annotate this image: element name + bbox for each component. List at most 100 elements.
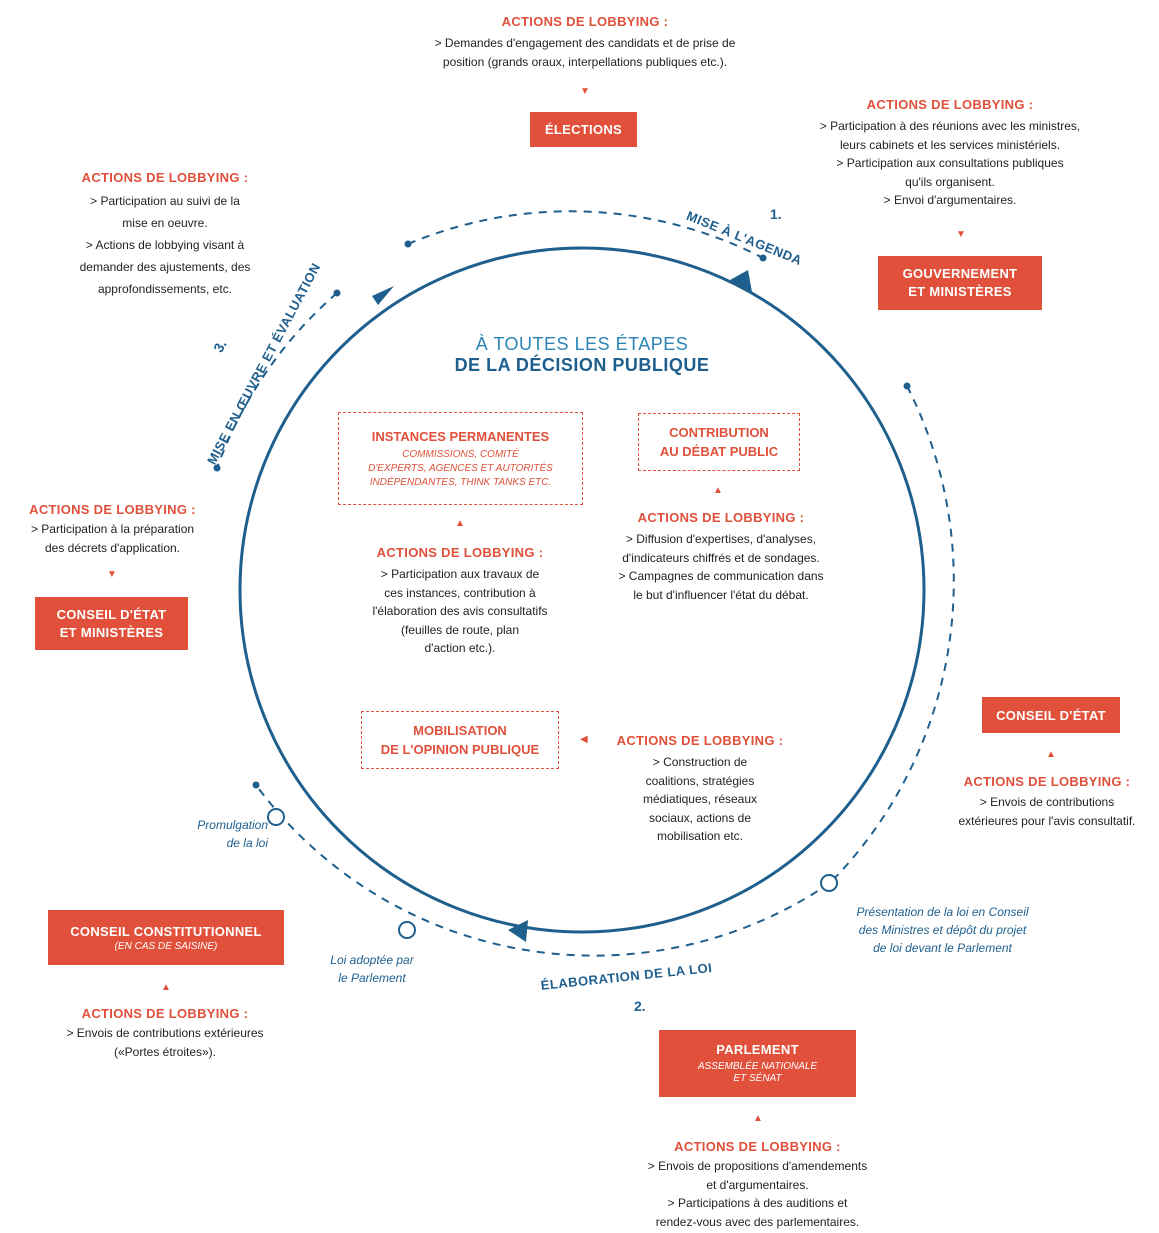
lobbying-line: > Envois de contributions xyxy=(979,795,1115,809)
conseil-constitutionnel-sub: (EN CAS DE SAISINE) xyxy=(114,940,218,952)
lobbying-line: > Campagnes de communication dans xyxy=(618,569,824,583)
lobbying-title: ACTIONS DE LOBBYING : xyxy=(616,733,784,748)
dot-marker xyxy=(404,240,412,248)
lobbying-line: demander des ajustements, des xyxy=(79,260,251,274)
dot-marker xyxy=(252,781,260,789)
conseil-etat-label: CONSEIL D'ÉTAT xyxy=(996,707,1106,723)
triangle-up-icon: ▲ xyxy=(1046,749,1056,760)
dashed-arc-right xyxy=(829,385,955,884)
open-circle-marker xyxy=(398,921,416,939)
contribution-title-line2: AU DÉBAT PUBLIC xyxy=(659,444,779,459)
lobbying-line: > Actions de lobbying visant à xyxy=(85,238,245,252)
lobbying-block-instances: ACTIONS DE LOBBYING : > Participation au… xyxy=(345,545,575,658)
lobbying-line: > Envois de contributions extérieures xyxy=(66,1026,264,1040)
parlement-box: PARLEMENT ASSEMBLÉE NATIONALE ET SÉNAT xyxy=(659,1030,856,1097)
contribution-debat-box: CONTRIBUTION AU DÉBAT PUBLIC xyxy=(638,413,800,471)
lobbying-line: le but d'influencer l'état du débat. xyxy=(633,587,809,602)
triangle-down-icon: ▼ xyxy=(107,569,117,580)
conseil-etat-ministeres-line2: ET MINISTÈRES xyxy=(59,624,164,640)
center-title-line1: À TOUTES LES ÉTAPES xyxy=(475,334,689,354)
parlement-label: PARLEMENT xyxy=(716,1042,799,1057)
lobbying-title: ACTIONS DE LOBBYING : xyxy=(674,1139,841,1154)
instances-sub-line: INDÉPENDANTES, THINK TANKS ETC. xyxy=(369,477,552,488)
triangle-left-icon: ◀ xyxy=(580,734,588,745)
cycle-arrow-top-left xyxy=(372,286,394,305)
lobbying-title: ACTIONS DE LOBBYING : xyxy=(866,97,1034,112)
lobbying-block-decrees: ACTIONS DE LOBBYING : > Participation à … xyxy=(10,502,215,557)
lobbying-block-constitutionnel: ACTIONS DE LOBBYING : > Envois de contri… xyxy=(30,1006,300,1061)
lobbying-line: sociaux, actions de xyxy=(648,810,752,825)
note-line: de loi devant le Parlement xyxy=(873,941,1012,955)
triangle-down-icon: ▼ xyxy=(956,229,966,240)
dashed-arc-implementation xyxy=(216,292,338,469)
conseil-constitutionnel-box: CONSEIL CONSTITUTIONNEL (EN CAS DE SAISI… xyxy=(48,910,284,965)
triangle-up-icon: ▲ xyxy=(713,485,723,496)
lobbying-block-implementation: ACTIONS DE LOBBYING : > Participation au… xyxy=(50,170,280,300)
lobbying-line: d'indicateurs chiffrés et de sondages. xyxy=(622,550,820,565)
lobbying-line: extérieures pour l'avis consultatif. xyxy=(958,813,1136,828)
lobbying-line: («Portes étroites»). xyxy=(113,1044,217,1059)
parlement-sub2: ET SÉNAT xyxy=(733,1073,782,1084)
instances-sub-line: COMMISSIONS, COMITÉ xyxy=(402,449,519,460)
lobbying-block-contribution: ACTIONS DE LOBBYING : > Diffusion d'expe… xyxy=(590,510,852,604)
center-title-line2: DE LA DÉCISION PUBLIQUE xyxy=(454,355,710,375)
elections-box: ÉLECTIONS xyxy=(530,112,637,147)
open-circle-marker xyxy=(267,808,285,826)
lobbying-line: > Diffusion d'expertises, d'analyses, xyxy=(625,532,817,546)
elections-label: ÉLECTIONS xyxy=(544,122,623,137)
lobbying-title: ACTIONS DE LOBBYING : xyxy=(963,774,1131,789)
lobbying-title: ACTIONS DE LOBBYING : xyxy=(29,502,196,517)
government-label-line2: ET MINISTÈRES xyxy=(908,284,1012,299)
lobbying-line: > Participation à des réunions avec les … xyxy=(819,119,1081,133)
triangle-up-icon: ▲ xyxy=(161,982,171,993)
contribution-title-line1: CONTRIBUTION xyxy=(669,425,769,440)
dot-marker xyxy=(333,289,341,297)
lobbying-title: ACTIONS DE LOBBYING : xyxy=(637,510,805,525)
center-title: À TOUTES LES ÉTAPES DE LA DÉCISION PUBLI… xyxy=(382,334,782,376)
lobbying-block-government: ACTIONS DE LOBBYING : > Participation à … xyxy=(778,97,1122,210)
lobbying-title: ACTIONS DE LOBBYING : xyxy=(81,1006,249,1021)
lobbying-line: leurs cabinets et les services ministéri… xyxy=(839,137,1061,152)
conseil-constitutionnel-label: CONSEIL CONSTITUTIONNEL xyxy=(70,923,262,939)
conseil-etat-ministeres-box: CONSEIL D'ÉTAT ET MINISTÈRES xyxy=(35,597,188,650)
note-adoptee: Loi adoptée par le Parlement xyxy=(312,951,432,987)
note-line: des Ministres et dépôt du projet xyxy=(858,923,1027,937)
triangle-up-icon: ▲ xyxy=(753,1113,763,1124)
lobbying-title: ACTIONS DE LOBBYING : xyxy=(81,170,249,185)
dashed-arc-bottom xyxy=(255,784,831,957)
lobbying-line: > Participations à des auditions et xyxy=(667,1196,848,1210)
dashed-arc-agenda xyxy=(407,210,764,259)
lobbying-line: > Participation au suivi de la xyxy=(90,194,240,208)
note-line: Présentation de la loi en Conseil xyxy=(856,905,1029,919)
lobbying-line: mise en oeuvre. xyxy=(122,216,208,230)
mobilisation-opinion-box: MOBILISATION DE L'OPINION PUBLIQUE xyxy=(361,711,559,769)
lobbying-line: > Participation aux travaux de xyxy=(380,567,540,581)
note-promulgation: Promulgation de la loi xyxy=(168,816,268,852)
dot-marker xyxy=(903,382,911,390)
cycle-arrow-bottom xyxy=(508,920,528,942)
lobbying-line: > Envoi d'argumentaires. xyxy=(883,193,1017,207)
lobbying-line: > Participation à la préparation xyxy=(30,522,195,536)
note-presentation: Présentation de la loi en Conseil des Mi… xyxy=(830,903,1055,957)
lobbying-line: position (grands oraux, interpellations … xyxy=(442,54,728,69)
mobilisation-title-line2: DE L'OPINION PUBLIQUE xyxy=(380,742,540,757)
lobbying-line: d'action etc.). xyxy=(424,641,496,655)
lobbying-block-mobilisation: ACTIONS DE LOBBYING : > Construction de … xyxy=(600,733,800,846)
lobbying-line: > Envois de propositions d'amendements xyxy=(647,1159,868,1173)
instances-title: INSTANCES PERMANENTES xyxy=(371,429,550,444)
lobbying-line: des décrets d'application. xyxy=(44,540,181,555)
step-1-number: 1. xyxy=(770,206,782,222)
dot-marker xyxy=(213,464,221,472)
parlement-sub1: ASSEMBLÉE NATIONALE xyxy=(697,1061,818,1072)
government-box: GOUVERNEMENT ET MINISTÈRES xyxy=(878,256,1042,310)
note-line: le Parlement xyxy=(338,971,406,985)
lobbying-title: ACTIONS DE LOBBYING : xyxy=(501,14,669,29)
conseil-etat-box: CONSEIL D'ÉTAT xyxy=(982,697,1120,733)
lobbying-line: l'élaboration des avis consultatifs xyxy=(372,604,548,618)
lobbying-line: qu'ils organisent. xyxy=(905,174,995,189)
lobbying-line: coalitions, stratégies xyxy=(645,773,755,788)
lobbying-line: mobilisation etc. xyxy=(656,829,744,843)
lobbying-line: (feuilles de route, plan xyxy=(400,622,520,637)
lobbying-line: > Demandes d'engagement des candidats et… xyxy=(434,36,736,50)
lobbying-block-elections: ACTIONS DE LOBBYING : > Demandes d'engag… xyxy=(380,14,790,71)
